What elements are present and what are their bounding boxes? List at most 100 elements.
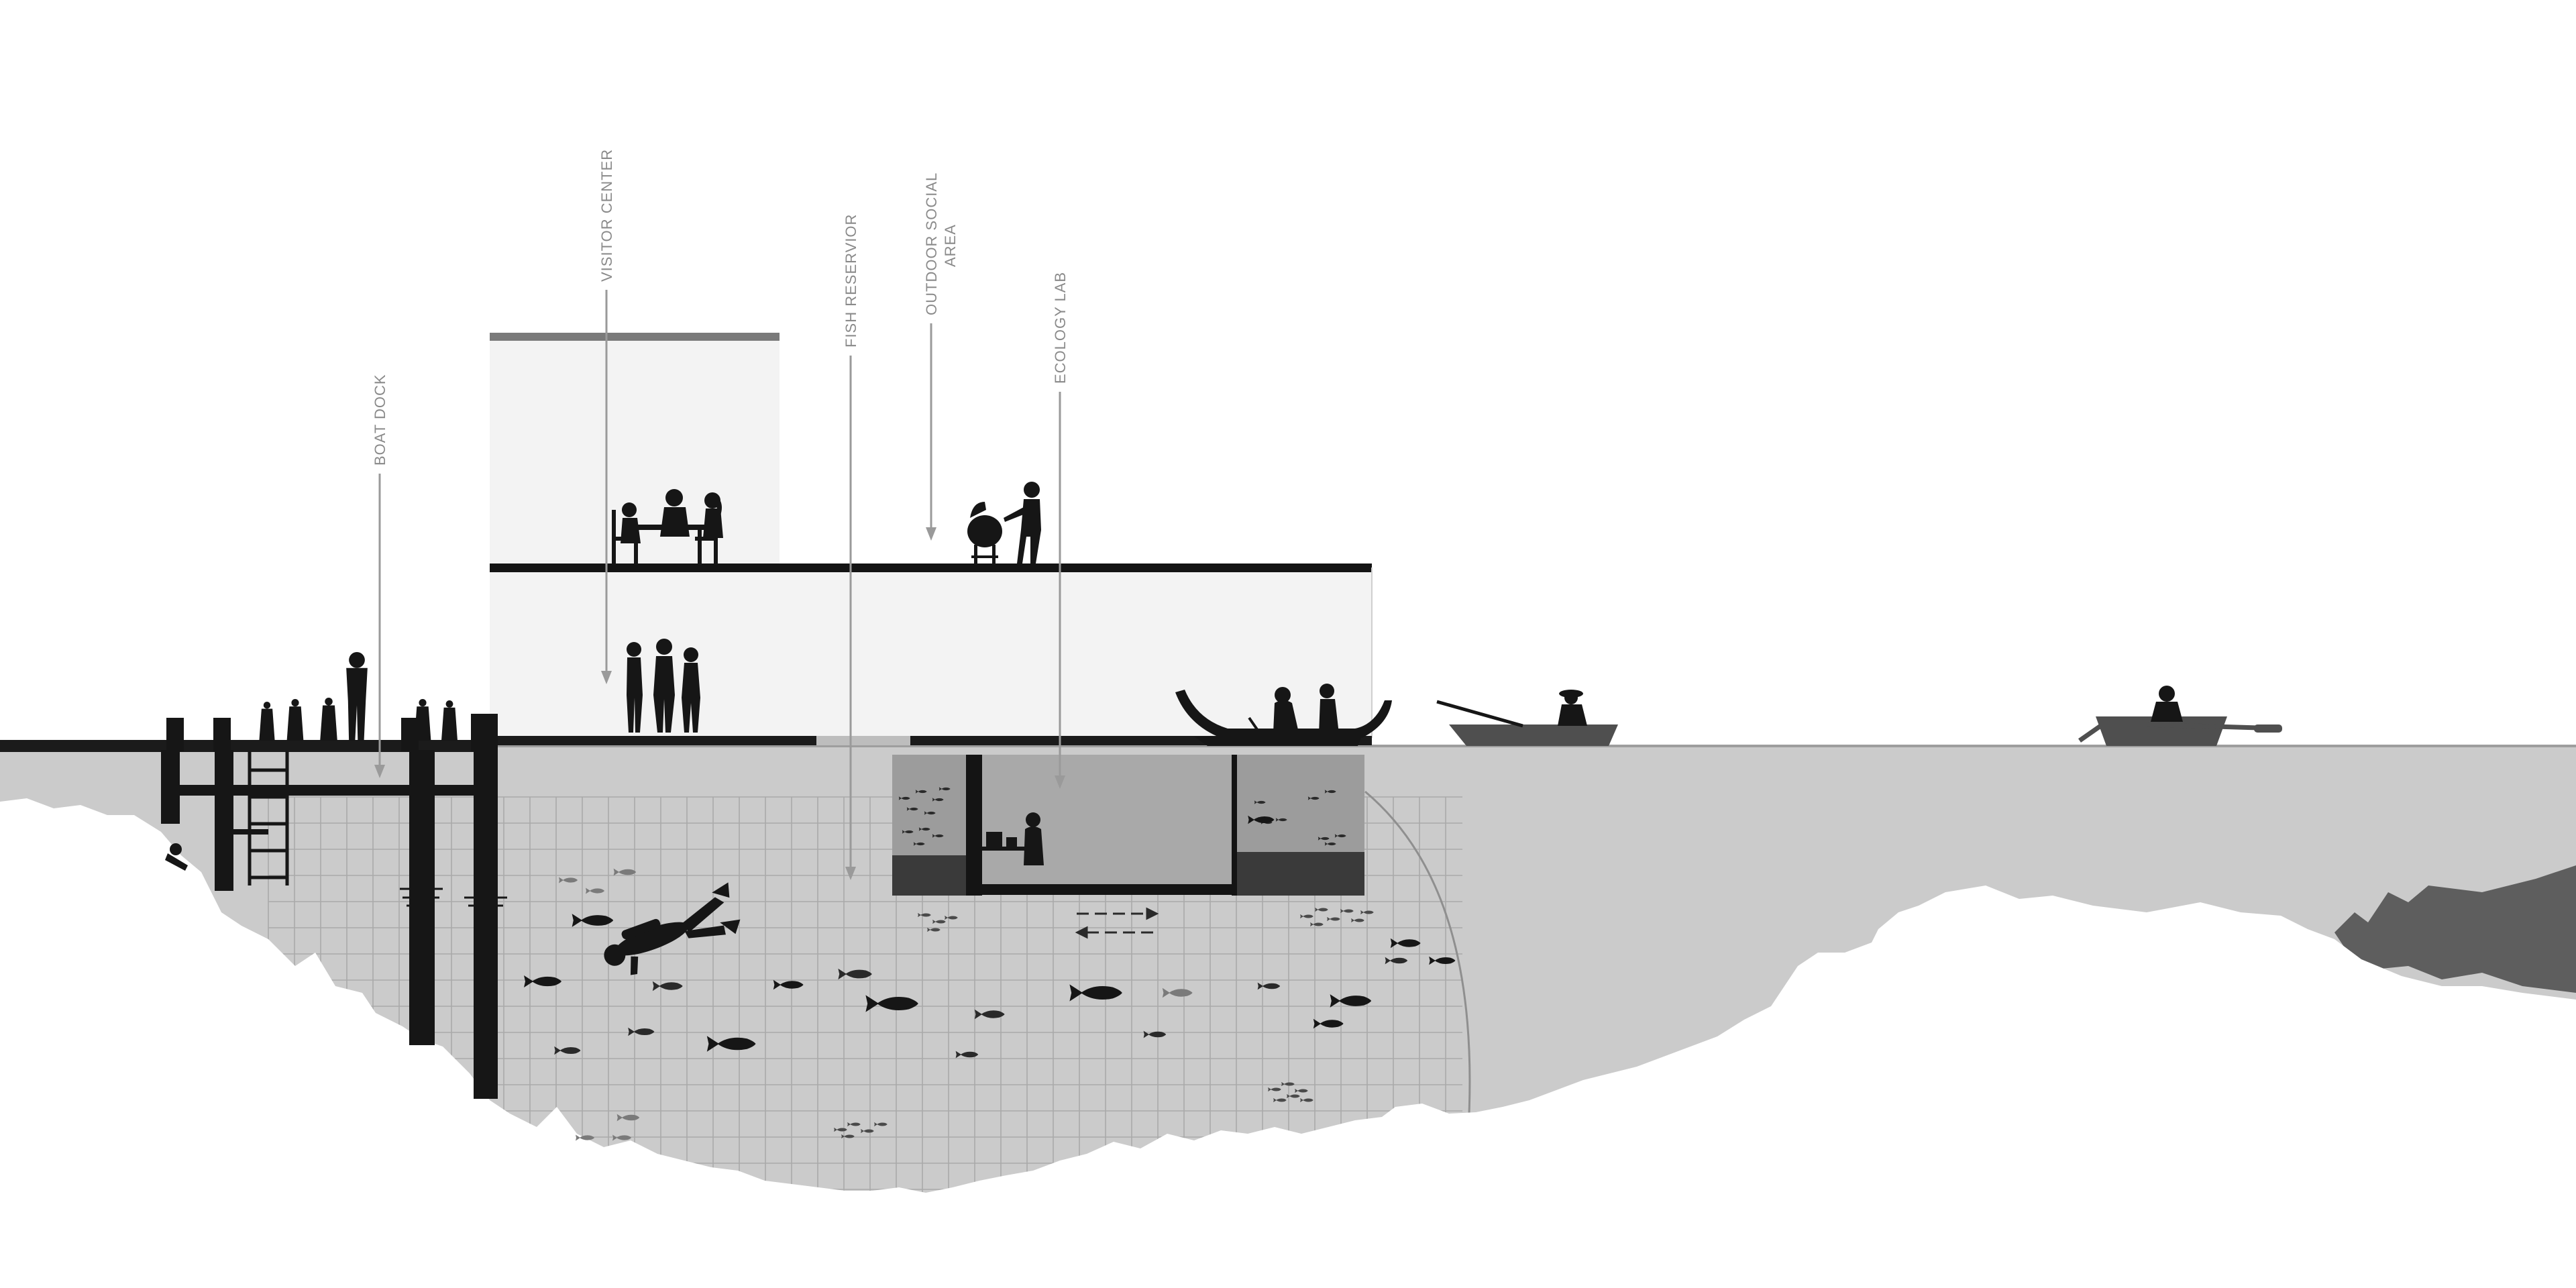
label-outdoor-social-line1: OUTDOOR SOCIAL [923,172,940,315]
cook-person-icon [1004,482,1041,564]
fish-icon [1273,1097,1287,1103]
lower-hall [490,568,1372,745]
person-icon [441,700,458,741]
tower-roof-trim [490,333,780,341]
fish-icon [1254,800,1266,804]
pile [474,750,498,1099]
fish-icon [1281,1081,1295,1087]
fish-icon [1287,1093,1300,1099]
fish-icon [847,1122,861,1127]
person-icon [286,699,304,741]
fish-icon [572,914,614,927]
lab-wall-left [966,755,982,896]
lab-floor [982,884,1232,895]
label-outdoor-social-line2: AREA [942,224,959,267]
diver-icon [604,882,741,975]
reservoir-net-outline [1364,790,1471,1114]
rowboat-icon [2078,686,2282,746]
person-icon [346,652,368,741]
fish-icon [1275,818,1287,822]
gondola-icon [1175,684,1392,746]
fish-icon [918,827,930,831]
fish-icon [938,787,951,791]
building-floor-slab [498,736,816,745]
diner-table-icon [612,489,723,565]
person-icon [320,698,337,741]
lakebed [0,798,2576,1288]
fish-icon [932,834,944,838]
reservoir-fish [524,868,1456,1141]
fish-icon [841,1134,855,1139]
fish-icon [902,830,914,834]
fish-icon [861,1128,874,1134]
fish-icon [932,919,946,924]
fish-icon [586,888,604,894]
fish-icon [924,811,936,815]
ladder-icon [248,751,289,885]
fish-icon [706,1036,756,1052]
fish-icon [1257,982,1281,990]
fish-icon [1313,1018,1344,1029]
lab-worker-icon [982,812,1044,865]
fish-icon [1310,922,1324,927]
fish-icon [1324,842,1336,846]
leader-lines [374,290,1065,880]
fish-icon [613,868,637,876]
label-visitor-center: VISITOR CENTER [598,149,615,282]
swimmer-icon [165,843,188,871]
person-icon [414,699,431,741]
boat-dock [0,714,1372,1099]
fish-icon [1360,910,1374,915]
fish-icon [576,1134,594,1141]
lab-room [982,755,1232,885]
fish-icon [554,1046,581,1055]
fish-icon [874,1122,888,1127]
fish-icon [1318,837,1330,841]
fish-icon [1307,796,1320,800]
fish-icon [1324,790,1336,794]
fish-icon [628,1027,655,1036]
fish-icon [1248,815,1275,824]
fish-icon [955,1051,979,1059]
fish-icon [1268,1087,1281,1092]
fish-icon [974,1009,1005,1020]
fish-icon [612,1134,631,1141]
rowboat-icon [1436,690,1618,746]
fish-icon [1351,918,1364,923]
fish-icon [1340,908,1354,914]
fish-icon [1162,987,1193,998]
water-flow-arrows [1075,907,1159,939]
fish-icon [1300,914,1313,919]
pile [215,750,233,891]
fish-icon [918,912,931,918]
fish-icon [616,1114,640,1122]
fish-icon [1334,834,1346,838]
fish-icon [906,807,918,811]
fish-icon [652,981,683,991]
fish-icon [1385,957,1408,965]
fish-icon [945,915,958,920]
left-tank-base [892,855,966,896]
ecology-lab-structure [892,755,1364,896]
fish-icon [1295,1088,1308,1093]
dock-beam [161,785,498,796]
fish-icon [1069,984,1122,1002]
fish-icon [865,995,918,1012]
fish-icon [834,1127,847,1132]
fish-icon [524,975,561,987]
fish-icon [1143,1030,1167,1038]
fish-icon [915,790,927,794]
fish-icon [559,877,578,883]
fish-icon [932,798,944,802]
fish-icon [927,927,941,932]
right-tank-base [1237,852,1364,896]
label-ecology-lab: ECOLOGY LAB [1052,272,1069,384]
fish-icon [1390,938,1421,949]
fish-icon [1315,907,1328,912]
fish-icon [1327,916,1340,922]
roof-deck-slab [490,564,1372,572]
lab-wall-right [1232,755,1237,896]
fish-icon [1429,956,1456,965]
far-shore-shoal [2334,865,2576,993]
